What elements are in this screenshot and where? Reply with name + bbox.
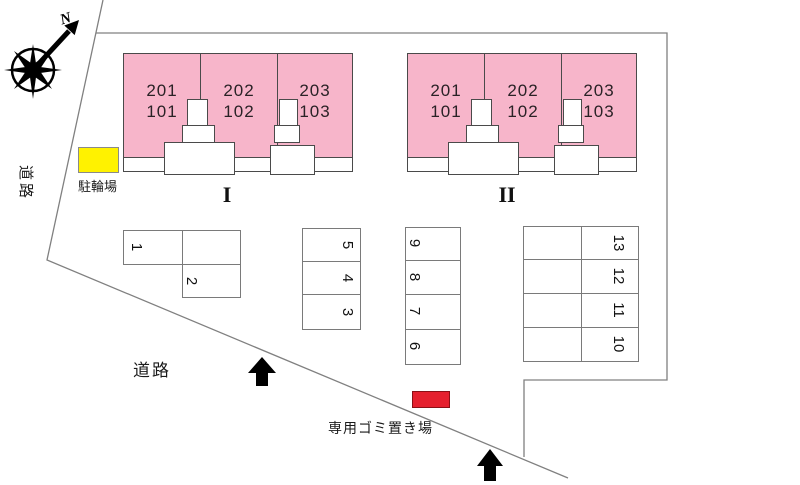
parking-number: 5 [339,240,356,250]
parking-number: 1 [128,242,145,252]
parking-number: 7 [406,306,423,316]
compass-rose-icon: N [4,9,79,99]
parking-number: 2 [183,276,200,286]
stairwell [274,125,300,143]
parking-space [523,259,582,294]
building-2-name: II [498,182,516,207]
parking-number: 11 [610,302,627,318]
stairwell [558,125,584,143]
entrance-porch [554,145,599,175]
parking-space-3 [302,294,361,330]
road-label-bottom: 道路 [133,361,171,380]
entrance-porch [164,142,235,175]
garbage-area [412,391,450,408]
bike-parking-area [78,147,119,173]
stairwell [466,125,499,143]
bike-parking-label: 駐輪場 [78,179,118,194]
road-label-left: 道路 [17,165,34,202]
stairwell [182,125,215,143]
building-1-name: I [222,182,232,207]
entrance-porch [448,142,519,175]
entrance-arrow-icon [477,449,503,481]
parking-space-10 [581,327,639,362]
parking-number: 3 [339,307,356,317]
parking-number: 8 [406,272,423,282]
parking-space [523,226,582,260]
entrance-arrow-icon [248,357,276,386]
parking-space-6 [405,329,461,365]
parking-number: 12 [610,267,627,285]
entrance-porch [270,145,315,175]
parking-number: 10 [610,335,627,353]
parking-space [523,327,582,362]
parking-number: 6 [406,341,423,351]
parking-space [182,230,241,265]
north-arrow [31,29,71,72]
parking-number: 13 [610,234,627,252]
parking-space [523,293,582,328]
parking-number: 9 [406,238,423,248]
garbage-area-label: 専用ゴミ置き場 [328,420,433,436]
parking-space-2 [182,264,241,298]
parking-number: 4 [339,273,356,283]
